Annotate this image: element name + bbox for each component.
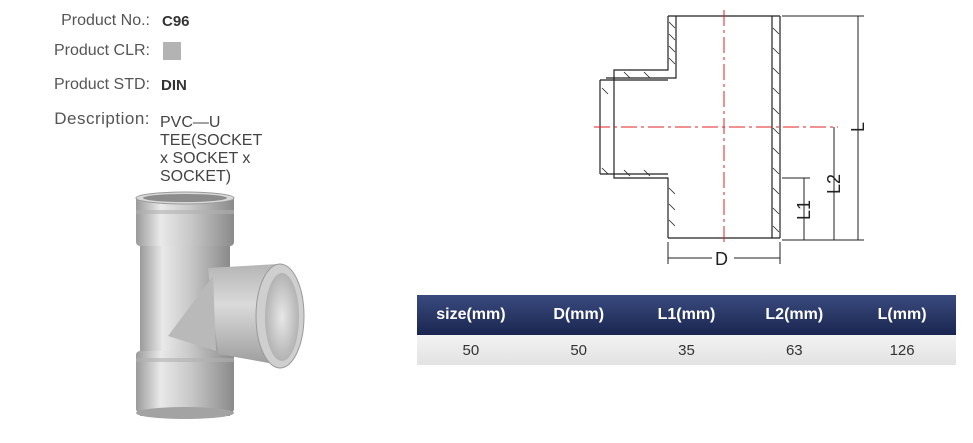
product-clr-row: Product CLR: (0, 38, 150, 64)
product-no-label: Product No.: (61, 12, 150, 29)
col-header-l1: L1(mm) (632, 295, 741, 335)
cell-l2: 63 (740, 335, 849, 365)
technical-drawing: L L2 L1 D (594, 10, 868, 269)
table-header-row: size(mm) D(mm) L1(mm) L2(mm) L(mm) (417, 295, 956, 335)
product-no-value: C96 (162, 13, 190, 30)
product-photo (135, 191, 305, 419)
product-clr-label: Product CLR: (53, 42, 150, 59)
product-std-value: DIN (161, 77, 187, 94)
product-no-row: Product No.: (0, 8, 150, 34)
col-header-size: size(mm) (417, 295, 525, 335)
dim-label-L1: L1 (794, 200, 814, 220)
col-header-l2: L2(mm) (740, 295, 849, 335)
product-std-row: Product STD: (0, 72, 150, 98)
description-row: Description: (0, 106, 150, 132)
table-row: 50 50 35 63 126 (417, 335, 956, 365)
description-value: PVC—U TEE(SOCKET x SOCKET x SOCKET) (160, 114, 262, 185)
spec-table: size(mm) D(mm) L1(mm) L2(mm) L(mm) 50 50… (417, 295, 956, 365)
cell-size: 50 (417, 335, 525, 365)
col-header-l: L(mm) (848, 295, 956, 335)
dim-label-L2: L2 (824, 174, 844, 194)
product-color-swatch (163, 42, 181, 60)
dim-label-L: L (848, 122, 868, 132)
col-header-d: D(mm) (524, 295, 633, 335)
cell-l: 126 (848, 335, 956, 365)
dim-label-D: D (715, 249, 728, 269)
description-label: Description: (54, 109, 150, 128)
cell-l1: 35 (632, 335, 741, 365)
product-std-label: Product STD: (53, 76, 150, 93)
cell-d: 50 (524, 335, 633, 365)
